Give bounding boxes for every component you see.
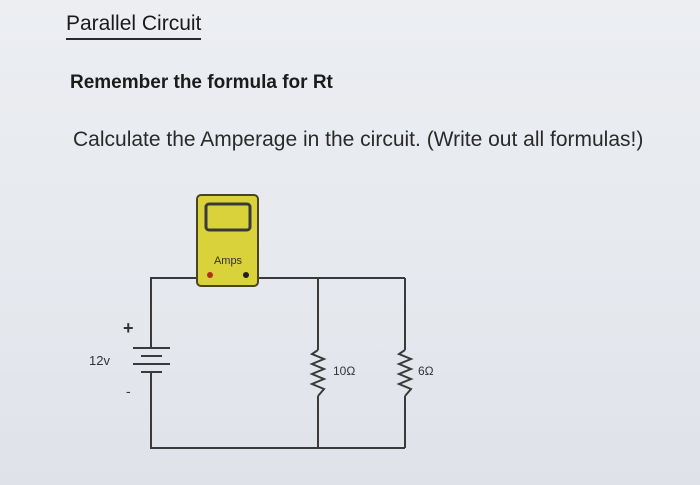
ammeter-display [204,202,252,232]
resistor-1-symbol [309,349,327,397]
resistor-2-label: 6Ω [418,364,434,378]
ammeter-terminal-negative [243,272,249,278]
ammeter: Amps [196,194,259,287]
slide-title: Parallel Circuit [66,12,202,40]
battery-plus-sign: + [123,318,134,338]
battery-minus-sign: - [126,383,131,399]
battery-voltage-label: 12v [89,353,110,368]
reminder-text: Remember the formula for Rt [70,72,333,93]
resistor-1-label: 10Ω [333,364,355,378]
ammeter-terminal-positive [207,272,213,278]
wire-top-left [150,277,197,348]
resistor-2-symbol [396,349,414,397]
ammeter-label: Amps [214,255,243,267]
wire-bottom [150,378,405,449]
circuit-wires [150,277,406,449]
question-text: Calculate the Amperage in the circuit. (… [73,128,644,151]
battery-symbol [133,347,170,378]
